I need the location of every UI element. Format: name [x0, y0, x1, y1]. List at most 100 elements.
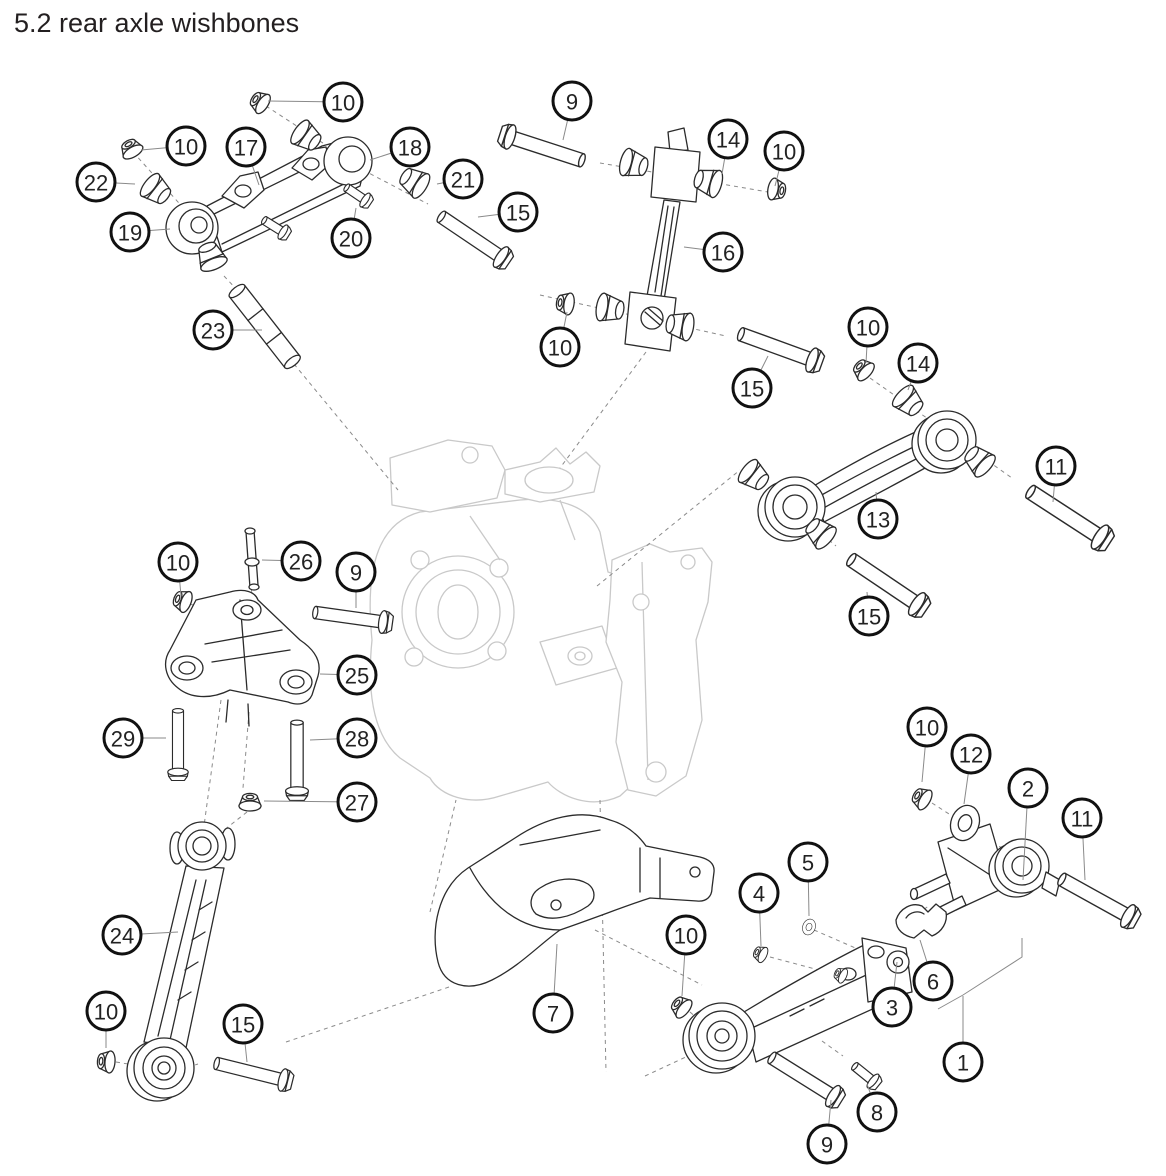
flange-nut — [238, 792, 262, 812]
bolt — [284, 719, 310, 802]
flange-nut — [116, 134, 146, 163]
small-bolt — [847, 1057, 885, 1093]
knuckle-ghost — [369, 439, 713, 803]
callout-number: 15 — [231, 1013, 255, 1038]
part-arm-24 — [126, 821, 236, 1102]
axis-dashed-line — [285, 985, 453, 1043]
bolt — [733, 320, 827, 377]
callout-number: 18 — [398, 136, 422, 161]
callout-19: 19 — [109, 211, 151, 253]
callout-15: 15 — [731, 367, 773, 409]
callout-number: 20 — [339, 227, 363, 252]
part-bracket-25 — [164, 589, 320, 727]
axis-dashed-line — [429, 799, 457, 913]
callout-number: 14 — [716, 128, 740, 153]
callout-15: 15 — [848, 595, 890, 637]
callout-10: 10 — [763, 130, 805, 172]
leader-line — [937, 938, 1023, 1010]
callout-10: 10 — [906, 706, 948, 748]
page-title: 5.2 rear axle wishbones — [14, 8, 300, 38]
callout-number: 10 — [174, 135, 198, 160]
callout-number: 1 — [957, 1051, 969, 1076]
callout-14: 14 — [707, 118, 749, 160]
part-mount-2 — [909, 823, 1061, 923]
callout-number: 10 — [166, 551, 190, 576]
callout-10: 10 — [665, 914, 707, 956]
callout-10: 10 — [322, 81, 364, 123]
callout-number: 2 — [1022, 777, 1034, 802]
callout-11: 11 — [1061, 797, 1103, 839]
callout-18: 18 — [389, 126, 431, 168]
callout-10: 10 — [157, 541, 199, 583]
callout-number: 22 — [84, 171, 108, 196]
bolt — [167, 708, 189, 782]
callout-2: 2 — [1007, 767, 1049, 809]
callout-28: 28 — [336, 717, 378, 759]
callout-4: 4 — [738, 872, 780, 914]
axis-dashed-line — [821, 1040, 844, 1057]
callout-number: 24 — [110, 924, 134, 949]
part-link-13 — [757, 410, 977, 542]
callout-number: 7 — [547, 1002, 559, 1027]
callout-number: 10 — [674, 924, 698, 949]
callout-number: 19 — [118, 221, 142, 246]
cone-bushing — [616, 146, 652, 182]
callout-number: 29 — [111, 727, 135, 752]
flange-nut — [750, 943, 771, 965]
callout-26: 26 — [280, 540, 322, 582]
part-lower-arm-3 — [682, 937, 913, 1074]
callout-21: 21 — [442, 158, 484, 200]
axis-dashed-line — [769, 956, 835, 975]
callout-number: 5 — [802, 851, 814, 876]
callout-9: 9 — [806, 1123, 848, 1165]
callout-number: 14 — [906, 352, 930, 377]
callout-10: 10 — [165, 125, 207, 167]
cone-bushing — [136, 169, 177, 211]
callout-14: 14 — [897, 342, 939, 384]
callout-25: 25 — [336, 654, 378, 696]
callout-number: 15 — [857, 605, 881, 630]
part-upper-arm-17 — [165, 136, 373, 255]
flange-nut — [666, 991, 696, 1022]
callout-number: 12 — [959, 743, 983, 768]
callout-12: 12 — [950, 733, 992, 775]
callout-number: 6 — [927, 970, 939, 995]
parts-layer — [95, 87, 1144, 1113]
part-link-16 — [624, 127, 701, 352]
callout-number: 11 — [1045, 455, 1068, 480]
axis-dashed-line — [599, 799, 607, 1073]
callout-number: 10 — [331, 91, 355, 116]
callout-number: 3 — [886, 996, 898, 1021]
callout-number: 23 — [201, 319, 225, 344]
axis-dashed-line — [596, 469, 741, 587]
part-shield-7 — [434, 814, 715, 987]
axis-dashed-line — [813, 929, 861, 951]
bolt — [210, 1051, 296, 1094]
axis-dashed-line — [203, 699, 222, 827]
callout-number: 26 — [289, 550, 313, 575]
cone-bushing — [394, 161, 434, 202]
callout-number: 10 — [548, 336, 572, 361]
callout-7: 7 — [532, 992, 574, 1034]
callout-number: 10 — [915, 716, 939, 741]
washer — [800, 916, 818, 938]
callout-10: 10 — [539, 326, 581, 368]
callout-9: 9 — [551, 80, 593, 122]
callout-number: 8 — [871, 1101, 883, 1126]
callout-23: 23 — [192, 309, 234, 351]
callout-15: 15 — [222, 1003, 264, 1045]
callout-5: 5 — [787, 841, 829, 883]
callout-number: 10 — [772, 140, 796, 165]
callout-16: 16 — [702, 231, 744, 273]
callout-8: 8 — [856, 1091, 898, 1133]
flange-nut — [907, 783, 936, 813]
callout-number: 13 — [866, 508, 890, 533]
callout-6: 6 — [912, 960, 954, 1002]
part-stud-26 — [244, 527, 260, 591]
pin — [226, 281, 304, 372]
callout-10: 10 — [85, 990, 127, 1032]
callout-9: 9 — [335, 551, 377, 593]
callout-17: 17 — [225, 126, 267, 168]
